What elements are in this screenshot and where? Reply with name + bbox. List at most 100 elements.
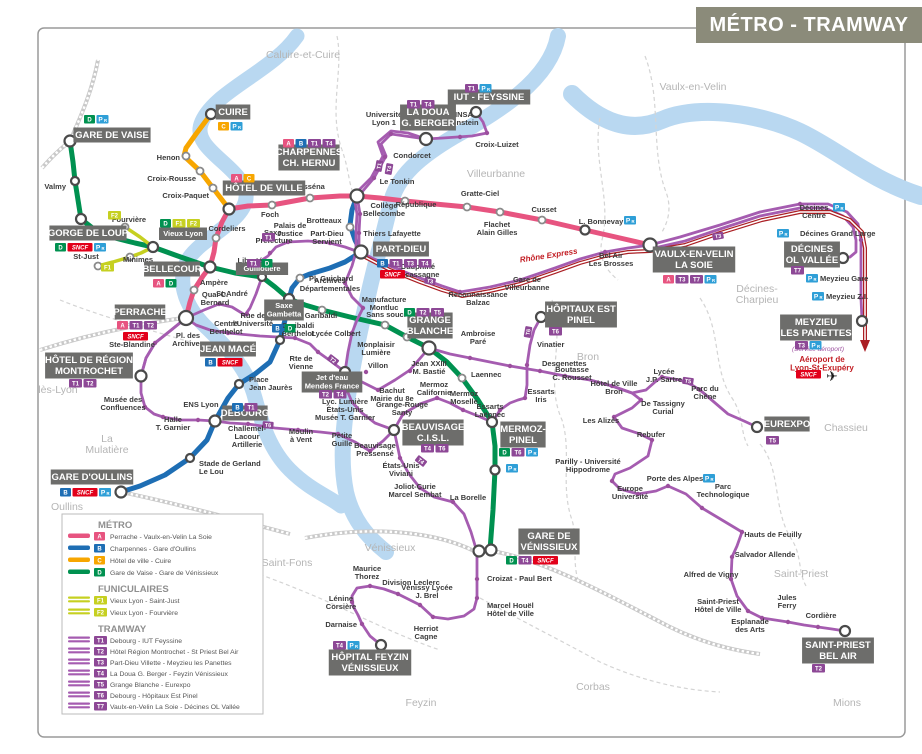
- badge-box: [108, 211, 121, 220]
- tram-stop: [522, 395, 528, 401]
- interchange-station: [353, 244, 369, 260]
- interchange-station: [472, 544, 486, 558]
- station-label-text: Hauts de Feuilly: [744, 530, 802, 539]
- legend-item-label: Debourg - IUT Feyssine: [110, 638, 182, 645]
- badge-label: T1: [468, 87, 476, 93]
- major-station-box: [373, 241, 429, 257]
- area-label-group: Saint-Priest: [774, 568, 828, 580]
- tram-stop: [697, 387, 703, 393]
- badge-label-r: R: [813, 277, 816, 282]
- badge-label: D: [288, 327, 293, 333]
- tram-stop: [349, 599, 355, 605]
- interchange-station: [374, 638, 388, 652]
- badge-box: [69, 379, 82, 388]
- badge-label: P: [811, 343, 816, 350]
- badge-label: B: [235, 406, 240, 412]
- legend-badge-label: D: [97, 571, 102, 577]
- tram-stop: [245, 421, 251, 427]
- tram-stop: [457, 289, 463, 295]
- badge-box: [129, 321, 143, 330]
- badge-label-r: R: [513, 467, 516, 472]
- area-label-text: Saint-Priest: [774, 568, 828, 580]
- legend-swatch: [68, 608, 90, 611]
- badge-label: P: [779, 231, 784, 238]
- line-badge-b: B: [377, 259, 388, 268]
- badge-box: [295, 139, 307, 148]
- major-station-box-group: HÔTEL DE VILLE: [222, 180, 306, 196]
- badge-label: P: [705, 476, 710, 483]
- station-label-text: Les Alizés: [583, 416, 619, 425]
- badge-box: [404, 308, 415, 317]
- badge-label: F2: [190, 222, 198, 228]
- tram-stop: [858, 237, 864, 243]
- major-station-box: [144, 261, 200, 277]
- boundary-line: [551, 299, 579, 581]
- station-label-group: Garibaldi: [305, 311, 338, 320]
- line-badge-t6: T6: [435, 444, 449, 453]
- line-badge-d: D: [84, 115, 95, 124]
- station-label-text: Quai C.Bernard: [201, 290, 230, 307]
- interchange-station: [534, 310, 548, 324]
- badge-label: SNCF: [72, 246, 89, 252]
- major-station-box: [215, 104, 251, 120]
- badge-label-r: R: [487, 87, 490, 92]
- line-chip-box: [712, 231, 724, 241]
- tram-stop: [160, 414, 166, 420]
- metro-station: [380, 320, 390, 330]
- badge-label: T2: [322, 393, 330, 399]
- major-station-box-group: PART-DIEU: [373, 241, 429, 257]
- station-label-text: Vinatier: [537, 340, 564, 349]
- legend-swatch: [68, 651, 90, 654]
- station-label-group: Fourvière: [112, 215, 146, 224]
- station-label-group: Croix-Paquet: [162, 191, 209, 200]
- area-label-group: Villeurbanne: [467, 168, 525, 180]
- tram-stop: [729, 554, 735, 560]
- major-station-box-group: MERMOZ-PINEL: [500, 421, 546, 448]
- tram-stop: [524, 362, 530, 368]
- legend-swatch: [68, 569, 90, 574]
- legend-badge: [94, 532, 105, 541]
- tram-stop: [363, 369, 369, 375]
- badge-box: [243, 174, 255, 183]
- badge-box: [284, 324, 296, 333]
- badge-label: T1: [247, 406, 255, 412]
- legend-swatch: [68, 600, 90, 603]
- major-station-box: [400, 104, 456, 131]
- badge-box: [479, 84, 492, 93]
- badge-box: [244, 403, 258, 412]
- station-label-text: Thiers Lafayette: [363, 229, 421, 238]
- badge-box: [533, 556, 558, 565]
- interchange-station: [489, 464, 501, 476]
- line-badge-t1: T1: [129, 321, 143, 330]
- major-station-box-text: IUT - FEYSSINE: [454, 92, 525, 103]
- station-label-group: Foch: [261, 210, 279, 219]
- badge-label: T4: [421, 262, 429, 268]
- interchange-station: [855, 314, 869, 328]
- line-chip-box: [262, 421, 274, 429]
- legend-badge: [94, 691, 107, 700]
- station-label-text: St-Just: [73, 252, 99, 261]
- legend-badge-label: C: [97, 559, 102, 565]
- badge-label: C: [247, 177, 252, 183]
- area-label-group: Bron: [577, 351, 599, 363]
